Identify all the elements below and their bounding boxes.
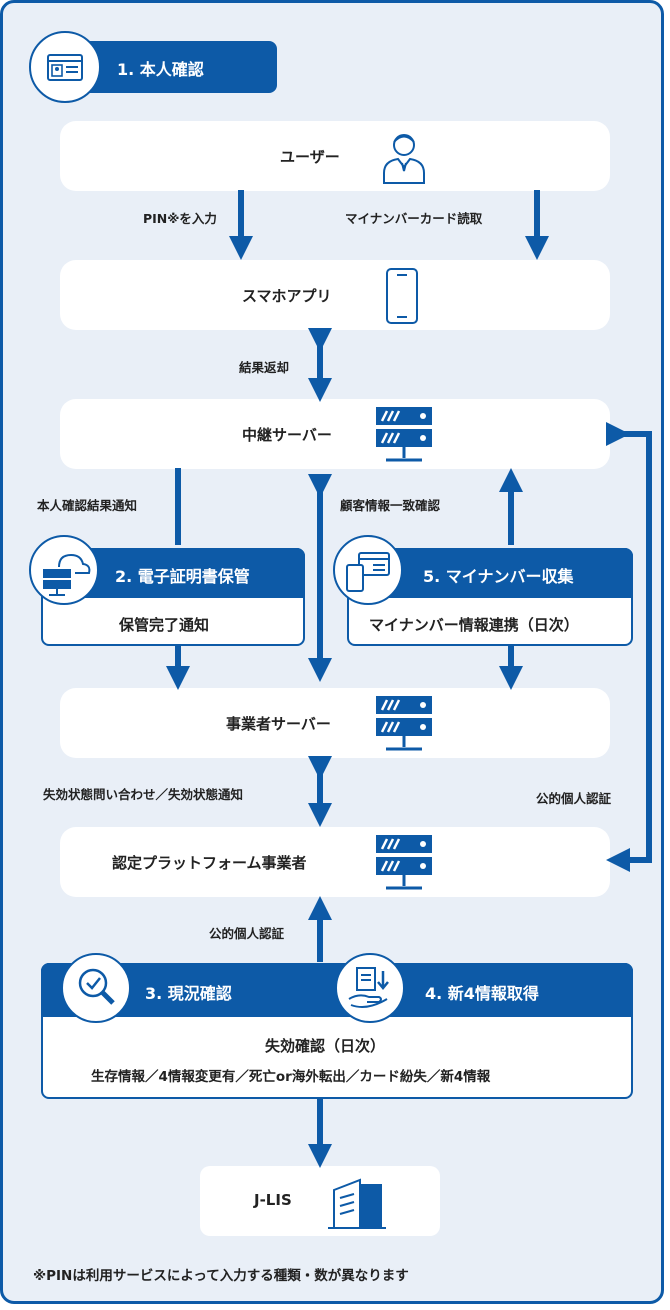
id-card-icon [47, 54, 83, 81]
edge-label-customer-match: 顧客情報一致確認 [340, 498, 441, 513]
relay-label: 中継サーバー [242, 426, 332, 444]
server-icon [376, 407, 432, 462]
user-node: ユーザー [60, 121, 610, 191]
jlis-label: J-LIS [254, 1191, 292, 1209]
card-phone-icon [346, 552, 390, 592]
platform-label: 認定プラットフォーム事業者 [112, 854, 307, 872]
edge-label-result-return: 結果返却 [239, 360, 290, 375]
section5-title: 5. マイナンバー収集 [423, 567, 574, 586]
magnifier-check-icon [78, 968, 115, 1005]
section2-body: 保管完了通知 [119, 616, 210, 634]
section1-title: 1. 本人確認 [117, 60, 204, 79]
building-icon [328, 1178, 386, 1229]
footnote: ※PINは利用サービスによって入力する種類・数が異なります [33, 1268, 409, 1284]
verify-line2: 生存情報／4情報変更有／死亡or海外転出／カード紛失／新4情報 [91, 1069, 491, 1085]
document-hand-icon [348, 967, 389, 1008]
server-icon [376, 835, 432, 890]
card-phone-badge [333, 535, 403, 605]
verify-line1: 失効確認（日次） [265, 1037, 386, 1055]
section5-body: マイナンバー情報連携（日次） [369, 616, 579, 634]
cloud-server-icon [43, 553, 91, 596]
platform-node: 認定プラットフォーム事業者 [60, 827, 610, 897]
section3-title: 3. 現況確認 [145, 984, 232, 1003]
section2-title: 2. 電子証明書保管 [115, 567, 250, 586]
edge-label-jpki-right: 公的個人認証 [536, 791, 612, 806]
server-icon [376, 696, 432, 751]
business-label: 事業者サーバー [226, 715, 331, 733]
arrow-jpki-right [606, 422, 652, 872]
cloud-server-badge [29, 535, 99, 605]
edge-label-pin: PIN※を入力 [143, 211, 217, 226]
app-node: スマホアプリ [60, 260, 610, 330]
jlis-node: J-LIS [200, 1166, 440, 1236]
edge-label-jpki-bottom: 公的個人認証 [209, 926, 285, 941]
app-label: スマホアプリ [242, 287, 332, 305]
relay-node: 中継サーバー [60, 399, 610, 469]
document-hand-badge [335, 953, 405, 1023]
edge-label-card-read: マイナンバーカード読取 [345, 211, 483, 226]
smartphone-icon [386, 268, 418, 324]
person-icon [383, 134, 425, 184]
section4-title: 4. 新4情報取得 [425, 984, 539, 1003]
edge-label-status-query: 失効状態問い合わせ／失効状態通知 [43, 787, 244, 802]
magnifier-badge [61, 953, 131, 1023]
user-label: ユーザー [280, 148, 340, 166]
id-card-badge [29, 31, 101, 103]
business-node: 事業者サーバー [60, 688, 610, 758]
edge-label-identity-notice: 本人確認結果通知 [37, 498, 138, 513]
